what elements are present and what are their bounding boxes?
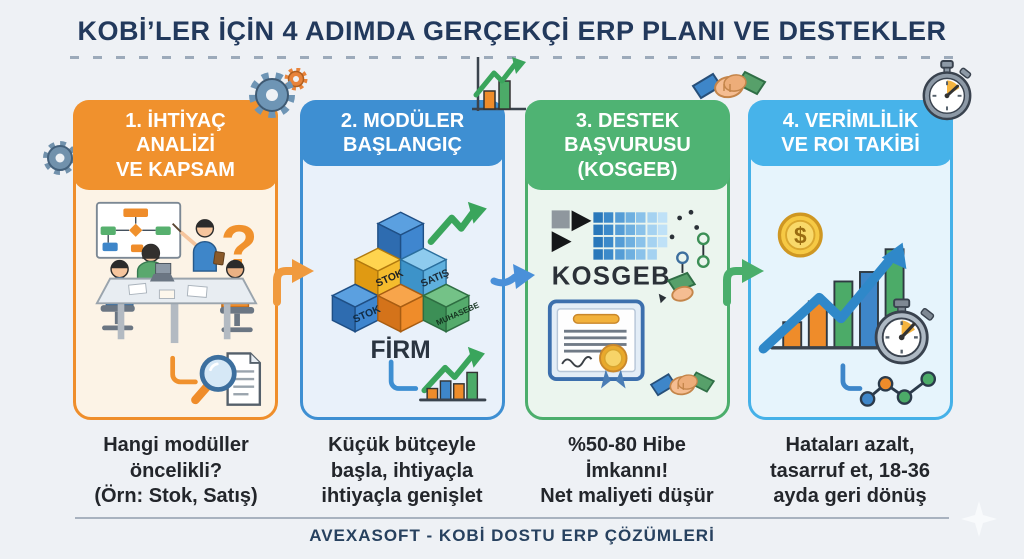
step3-title-line: 3. DESTEK (575, 110, 680, 132)
network-dots (658, 209, 710, 304)
magnifier-icon (191, 354, 237, 405)
step-card-2: 2. MODÜLER BAŞLANGIÇ (300, 100, 505, 420)
caption-line: Küçük bütçeyle (328, 434, 476, 456)
connector-elbow (840, 363, 863, 391)
kosgeb-mosaic (593, 212, 668, 260)
coin-icon: $ (777, 212, 823, 258)
footer-brand: AVEXASOFT - KOBİ DOSTU ERP ÇÖZÜMLERİ (309, 526, 715, 545)
growth-arrow (427, 201, 487, 245)
handshake-icon (691, 70, 767, 100)
step-card-1: 1. İHTİYAÇ ANALİZİ VE KAPSAM ? (73, 100, 278, 420)
trend-arrow (758, 242, 907, 354)
sparkle-icon (961, 501, 997, 537)
caption-line: öncelikli? (129, 459, 223, 482)
arrow-step3-to-step4 (723, 259, 764, 306)
kosgeb-support-illustration: KOSGEB (547, 209, 716, 397)
document-icon (226, 352, 262, 406)
footer-divider (75, 517, 949, 519)
caption-line: İmkannı! (585, 459, 669, 482)
caption-line: tasarruf et, 18-36 (769, 459, 931, 482)
caption-line: ayda geri dönüş (773, 485, 927, 508)
caption-line: Hataları azalt, (785, 434, 915, 456)
caption-line: Hangi modüller (103, 434, 249, 456)
hand-with-grant (666, 271, 697, 302)
step1-caption: Hangi modüller öncelikli? (Örn: Stok, Sa… (56, 433, 296, 510)
mini-bar-chart (419, 346, 487, 402)
title-dashed-divider (70, 56, 954, 59)
step2-header: 2. MODÜLER BAŞLANGIÇ (300, 100, 505, 166)
step4-caption: Hataları azalt, tasarruf et, 18-36 ayda … (730, 433, 970, 510)
caption-line: başla, ihtiyaçla (330, 459, 474, 482)
caption-line: ihtiyaçla genişlet (321, 485, 483, 508)
step2-caption: Küçük bütçeyle başla, ihtiyaçla ihtiyaçl… (282, 433, 522, 510)
growth-chart-icon (472, 57, 526, 111)
step2-title-line: 2. MODÜLER (340, 110, 465, 132)
dot-line-chart (859, 371, 937, 407)
step1-title-line: 1. İHTİYAÇ (125, 110, 226, 132)
needs-analysis-illustration: ? (95, 201, 262, 406)
whiteboard-flowchart (95, 201, 182, 259)
caption-line: Net maliyeti düşür (540, 485, 714, 508)
certificate-icon (547, 299, 645, 389)
gears-icon (249, 68, 308, 118)
company-label: FİRM (371, 337, 431, 364)
step2-title-line: BAŞLANGIÇ (343, 134, 462, 157)
step3-title-line: (KOSGEB) (577, 158, 678, 181)
step-card-3: 3. DESTEK BAŞVURUSU (KOSGEB) KOSGEB (525, 100, 730, 420)
step4-title-line: VE ROI TAKİBİ (781, 134, 920, 157)
step1-title-line: VE KAPSAM (116, 158, 235, 181)
page-title: KOBİ’LER İÇİN 4 ADIMDA GERÇEKÇİ ERP PLAN… (77, 16, 947, 46)
step1-title-line: ANALİZİ (136, 134, 215, 157)
stopwatch-icon (874, 298, 935, 365)
step1-header: 1. İHTİYAÇ ANALİZİ VE KAPSAM (73, 100, 278, 191)
module-cubes: STOK SATIŞ STOK MUHASEBE (330, 211, 481, 333)
step4-title-line: 4. VERİMLİLİK (782, 110, 919, 132)
connector-elbow (170, 355, 198, 385)
handshake-icon (649, 371, 716, 397)
stopwatch-icon (922, 60, 972, 121)
caption-line: %50-80 Hibe (568, 434, 686, 456)
roi-tracking-illustration: $ (758, 212, 937, 407)
step3-caption: %50-80 Hibe İmkannı! Net maliyeti düşür (507, 433, 747, 510)
caption-line: (Örn: Stok, Satış) (94, 485, 258, 508)
step-card-4: 4. VERİMLİLİK VE ROI TAKİBİ $ (748, 100, 953, 420)
arrow-step2-to-step3 (490, 264, 535, 289)
modular-cubes-illustration: STOK SATIŞ STOK MUHASEBE FİRM (330, 201, 487, 402)
step4-header: 4. VERİMLİLİK VE ROI TAKİBİ (748, 100, 953, 166)
step3-title-line: BAŞVURUSU (564, 134, 691, 157)
arrow-step1-to-step2 (273, 259, 314, 306)
connector-elbow (388, 359, 419, 391)
dollar-symbol: $ (794, 223, 807, 249)
kosgeb-logo-text: KOSGEB (552, 262, 671, 290)
meeting-table (95, 262, 258, 344)
step3-header: 3. DESTEK BAŞVURUSU (KOSGEB) (525, 100, 730, 191)
kosgeb-logo: KOSGEB (551, 210, 671, 290)
